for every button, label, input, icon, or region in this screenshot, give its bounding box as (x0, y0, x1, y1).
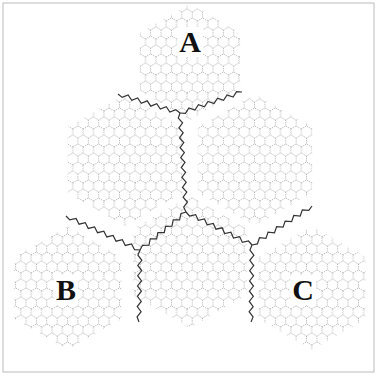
flake-label: B (54, 275, 78, 305)
grain-boundary (252, 206, 312, 245)
frame (3, 3, 374, 372)
graphene-flake (14, 226, 121, 350)
grain-boundary (118, 94, 180, 113)
flake-label: A (177, 27, 203, 57)
graphene-flake (68, 94, 182, 226)
graphene-flake (140, 4, 240, 120)
grain-boundary (140, 212, 186, 250)
grain-boundary (137, 250, 142, 322)
grain-boundary (66, 216, 140, 250)
grain-boundaries (66, 92, 312, 322)
flake-label: C (290, 275, 316, 305)
grain-boundary (178, 113, 187, 212)
grain-boundary (180, 92, 242, 114)
graphene-flakes (14, 4, 365, 350)
graphene-flake (198, 94, 312, 226)
graphene-flake (258, 226, 365, 350)
grain-boundary (186, 212, 252, 245)
grain-boundary (249, 245, 254, 322)
